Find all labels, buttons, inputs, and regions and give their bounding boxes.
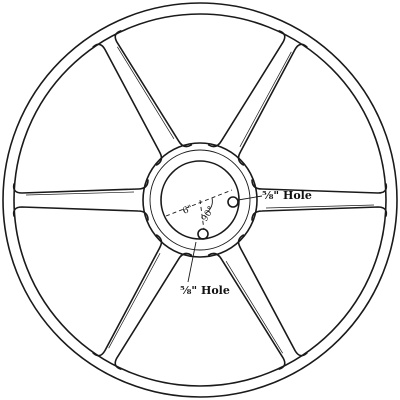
spoke-6-edge-1 — [114, 30, 193, 148]
hub-flange — [149, 149, 251, 251]
spoke-6-edge-2 — [92, 43, 163, 166]
spoke-1-edge-1 — [237, 43, 308, 166]
spokes — [12, 30, 388, 370]
spoke-1-edge-2 — [207, 30, 286, 148]
hole-callout-bottom: ⅝" Hole — [180, 284, 230, 297]
spoke-2-edge-2 — [251, 179, 388, 194]
spoke-4-shade-line — [108, 252, 161, 349]
spoke-4-edge-1 — [92, 234, 163, 357]
rim-inner-edge — [13, 13, 387, 387]
spoke-5-edge-2 — [12, 206, 149, 221]
spoke-3-edge-2 — [237, 234, 308, 357]
hole-callout-right: ⅝" Hole — [262, 189, 312, 202]
spoke-4-edge-2 — [114, 252, 193, 370]
spoke-2-shade-line — [265, 204, 375, 209]
hub-outer — [142, 142, 258, 258]
radius-label: 6" — [181, 204, 194, 217]
spoke-5-shade-line — [25, 191, 135, 196]
leader-bottom — [187, 241, 197, 283]
spoke-3-shade-line — [225, 260, 283, 354]
leader-right — [237, 195, 263, 201]
spoke-1-shade-line — [239, 51, 292, 148]
hole-bottom — [197, 228, 209, 240]
spoke-2-edge-1 — [251, 206, 388, 221]
spoke-3-edge-1 — [207, 252, 286, 370]
angle-label: 90° — [200, 205, 217, 224]
hole-right — [227, 196, 239, 208]
spoke-5-edge-1 — [12, 179, 149, 194]
angle-dimension-line — [199, 199, 205, 231]
angle-arc — [205, 197, 213, 214]
radius-dimension-line — [165, 189, 233, 217]
spoke-6-shade-line — [117, 46, 175, 140]
